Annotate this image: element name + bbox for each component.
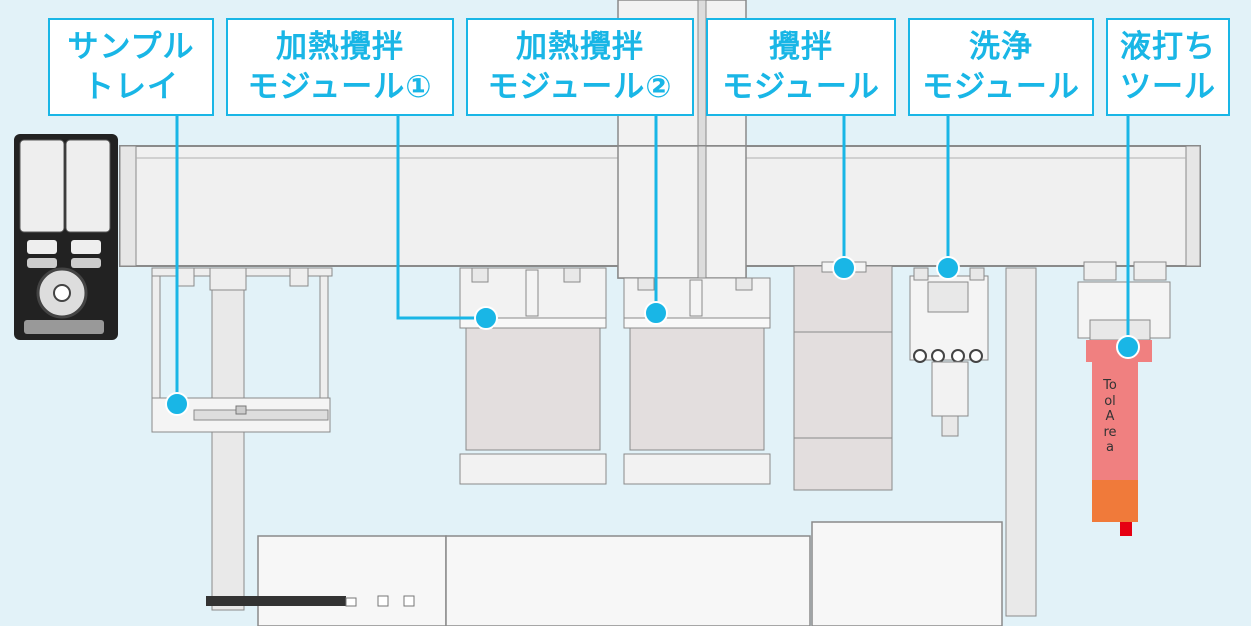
tool-area-text: ToolArea: [1103, 378, 1117, 455]
label-stir-line1: 攪拌: [769, 29, 833, 65]
label-wash-line1: 洗浄: [969, 29, 1033, 65]
right-rail: [1005, 267, 1037, 617]
base-unit: [206, 521, 1003, 626]
label-heat-stir-2-line2: モジュール②: [487, 69, 673, 105]
label-heat-stir-1-line2: モジュール①: [247, 69, 433, 105]
dot-heat-stir-1: [474, 306, 498, 330]
dot-heat-stir-2: [644, 301, 668, 325]
dot-dispense-tool: [1116, 335, 1140, 359]
label-heat-stir-2-line1: 加熱攪拌: [516, 29, 644, 65]
dot-stir: [832, 256, 856, 280]
label-heat-stir-module-2: 加熱攪拌 モジュール②: [466, 18, 694, 116]
label-dispense-tool: 液打ち ツール: [1106, 18, 1230, 116]
label-sample-tray: サンプル トレイ: [48, 18, 214, 116]
label-dispense-tool-line1: 液打ち: [1120, 29, 1216, 65]
label-dispense-tool-line2: ツール: [1120, 69, 1216, 105]
dot-sample-tray: [165, 392, 189, 416]
leader-heat-stir-1: [396, 112, 486, 320]
heat-stir-module-1-drawing: [459, 267, 607, 485]
label-heat-stir-1-line1: 加熱攪拌: [276, 29, 404, 65]
label-heat-stir-module-1: 加熱攪拌 モジュール①: [226, 18, 454, 116]
label-sample-tray-line2: トレイ: [83, 69, 179, 105]
sample-tray-assembly: [151, 267, 333, 611]
label-stir-module: 攪拌 モジュール: [706, 18, 896, 116]
stir-module-drawing: [793, 261, 893, 491]
leader-lines: [175, 112, 1130, 404]
label-sample-tray-line1: サンプル: [67, 29, 195, 65]
label-wash-module: 洗浄 モジュール: [908, 18, 1094, 116]
wash-module-drawing: [909, 267, 989, 437]
label-stir-line2: モジュール: [722, 69, 880, 105]
label-wash-line2: モジュール: [922, 69, 1080, 105]
controller-unit: [14, 134, 118, 340]
dot-wash: [936, 256, 960, 280]
dispense-tool-drawing: [1077, 261, 1171, 536]
heat-stir-module-2-drawing: [623, 277, 771, 485]
leader-endpoints: [165, 256, 1140, 416]
